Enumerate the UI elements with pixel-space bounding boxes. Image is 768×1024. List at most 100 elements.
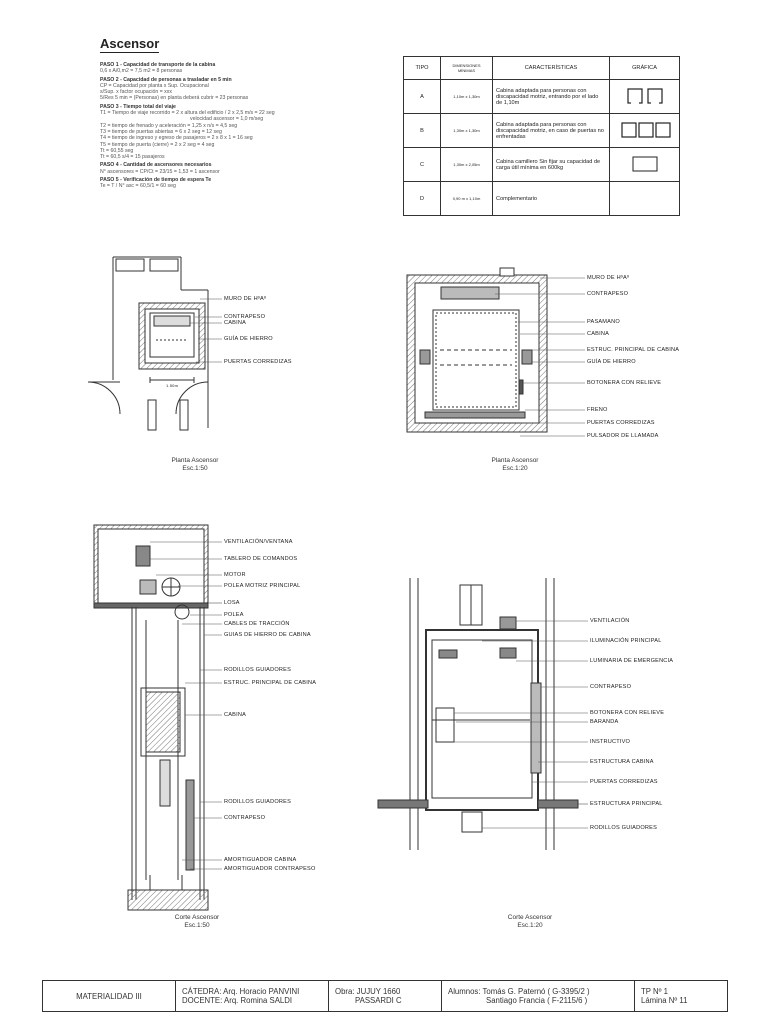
table-row: A 1,10m x 1,30m Cabina adaptada para per… bbox=[403, 79, 680, 114]
label-pulsador: PULSADOR DE LLAMADA bbox=[587, 433, 659, 439]
label-botonera: BOTONERA CON RELIEVE bbox=[587, 380, 662, 386]
caption-scale: Esc.1:20 bbox=[517, 922, 543, 929]
plan-1-20-drawing bbox=[406, 267, 548, 433]
label-guia: GUÍA DE HIERRO bbox=[224, 336, 273, 342]
calc-step-4: PASO 4 - Cantidad de ascensores necesari… bbox=[100, 162, 375, 175]
label-cabina: CABINA bbox=[224, 712, 247, 718]
cell-tipo: D bbox=[403, 181, 441, 216]
table-row: B 1,30m x 1,30m Cabina adaptada para per… bbox=[403, 113, 680, 148]
calc-step-2: PASO 2 - Capacidad de personas a traslad… bbox=[100, 77, 375, 102]
cell-tipo: A bbox=[403, 79, 441, 114]
label-amortiguador-contrapeso: AMORTIGUADOR CONTRAPESO bbox=[224, 866, 316, 872]
label-losa: LOSA bbox=[224, 600, 240, 606]
cell-tipo: B bbox=[403, 113, 441, 148]
label-contrapeso: CONTRAPESO bbox=[224, 815, 266, 821]
step-line: 5/Res 5 min = (Personas) en planta deber… bbox=[100, 95, 249, 102]
step-line: N° ascensores = CP/Ct = 23/15 = 1,53 = 1… bbox=[100, 168, 220, 175]
label-contrapeso: CONTRAPESO bbox=[590, 684, 632, 690]
label-cables: CABLES DE TRACCIÓN bbox=[224, 621, 290, 627]
label-contrapeso: CONTRAPESO bbox=[587, 291, 629, 297]
label-contrapeso: CONTRAPESO bbox=[224, 314, 266, 320]
label-guias: GUIAS DE HIERRO DE CABINA bbox=[224, 632, 311, 638]
label-rodillos: RODILLOS GUIADORES bbox=[224, 667, 292, 673]
label-puertas: PUERTAS CORREDIZAS bbox=[587, 420, 655, 426]
label-botonera: BOTONERA CON RELIEVE bbox=[590, 710, 665, 716]
cell-dim: 1,30m x 2,05m bbox=[440, 147, 493, 182]
label-ventilacion: VENTILACIÓN bbox=[590, 618, 630, 624]
plan-1-50-drawing bbox=[87, 256, 209, 431]
alumnos-label-2: Santiago Francia ( F-2115/6 ) bbox=[486, 996, 588, 1005]
cell-dim: 1,10m x 1,30m bbox=[440, 79, 493, 114]
table-row: D 0,90 m x 1,10m Complementario bbox=[403, 181, 680, 216]
label-polea-motriz: POLEA MOTRIZ PRINCIPAL bbox=[224, 583, 301, 589]
label-rodillos: RODILLOS GUIADORES bbox=[224, 799, 292, 805]
title-block-tp: TP Nº 1 Lámina Nº 11 bbox=[635, 981, 727, 1011]
alumnos-label: Alumnos: Tomás G. Paternó ( G-3395/2 ) bbox=[448, 987, 590, 996]
title-block: MATERIALIDAD III CÁTEDRA: Arq. Horacio P… bbox=[42, 980, 728, 1012]
label-instructivo: INSTRUCTIVO bbox=[590, 739, 631, 745]
caption-scale: Esc.1:50 bbox=[182, 465, 208, 472]
obra-label: Obra: JUJUY 1660 bbox=[335, 987, 401, 996]
label-iluminacion: ILUMINACIÓN PRINCIPAL bbox=[590, 638, 662, 644]
label-ventilacion: VENTILACIÓN/VENTANA bbox=[224, 539, 293, 545]
cell-grafica bbox=[609, 79, 680, 114]
cabin-types-table: TIPO DIMENSIONES MÍNIMAS CARACTERÍSTICAS… bbox=[403, 56, 680, 216]
title-block-catedra: CÁTEDRA: Arq. Horacio PANVINI DOCENTE: A… bbox=[176, 981, 329, 1011]
step-heading: PASO 2 - Capacidad de personas a traslad… bbox=[100, 76, 232, 83]
label-muro: MURO DE HºAº bbox=[224, 296, 267, 302]
title-block-materia: MATERIALIDAD III bbox=[43, 981, 176, 1011]
label-tablero: TABLERO DE COMANDOS bbox=[224, 556, 298, 562]
label-baranda: BARANDA bbox=[590, 719, 619, 725]
label-guia: GUÍA DE HIERRO bbox=[587, 359, 636, 365]
step-line: Te = T / N° asc = 60,5/1 = 60 seg bbox=[100, 183, 176, 190]
cabin-type-b-graphic bbox=[620, 121, 671, 138]
cell-grafica bbox=[609, 147, 680, 182]
step-line: T3 = tiempo de puertas abiertas = 6 x 2 … bbox=[100, 128, 222, 135]
calc-steps: PASO 1 - Capacidad de transporte de la c… bbox=[100, 60, 375, 190]
caption-scale: Esc.1:20 bbox=[502, 465, 528, 472]
lamina-label: Lámina Nº 11 bbox=[641, 996, 688, 1005]
leader-lines bbox=[150, 277, 588, 870]
page-title: Ascensor bbox=[100, 36, 160, 53]
label-polea: POLEA bbox=[224, 612, 244, 618]
label-muro: MURO DE HºAº bbox=[587, 275, 630, 281]
title-block-alumnos: Alumnos: Tomás G. Paternó ( G-3395/2 ) S… bbox=[442, 981, 635, 1011]
cell-car: Complementario bbox=[492, 181, 610, 216]
step-heading: PASO 5 - Verificación de tiempo de esper… bbox=[100, 177, 212, 184]
step-line: Tt = 60,55 seg bbox=[100, 147, 134, 154]
materia-label: MATERIALIDAD III bbox=[76, 991, 142, 1001]
step-line: T1 = Tiempo de viaje recorrido = 2 x alt… bbox=[100, 110, 275, 117]
caption-title: Planta Ascensor bbox=[171, 457, 219, 464]
label-cabina: CABINA bbox=[224, 320, 247, 326]
cell-dim: 0,90 m x 1,10m bbox=[440, 181, 493, 216]
caption-plan-120: Planta Ascensor Esc.1:20 bbox=[470, 457, 560, 473]
step-line: T5 = tiempo de puerta (cierre) = 2 x 2 s… bbox=[100, 141, 215, 148]
caption-section-150: Corte Ascensor Esc.1:50 bbox=[152, 914, 242, 930]
dimension-label: 1.50m bbox=[166, 383, 179, 388]
cell-grafica bbox=[609, 113, 680, 148]
catedra-label: CÁTEDRA: Arq. Horacio PANVINI bbox=[182, 987, 300, 996]
section-1-50-drawing bbox=[93, 524, 209, 911]
title-block-obra: Obra: JUJUY 1660 PASSARDI C bbox=[329, 981, 442, 1011]
step-line: velocidad ascensor = 1,0 m/seg bbox=[190, 116, 264, 123]
step-line: s/Sup. x factor ocupación = xxx bbox=[100, 89, 172, 96]
step-line: T2 = tiempo de frenado y aceleración = 1… bbox=[100, 122, 238, 129]
label-estructura-principal: ESTRUCTURA PRINCIPAL bbox=[590, 801, 663, 807]
label-puertas: PUERTAS CORREDIZAS bbox=[224, 359, 292, 365]
label-motor: MOTOR bbox=[224, 572, 246, 578]
obra-label-2: PASSARDI C bbox=[355, 996, 402, 1005]
label-cabina: CABINA bbox=[587, 331, 610, 337]
step-line: Tt = 60,5 s/4 = 15 pasajeros bbox=[100, 154, 165, 161]
caption-scale: Esc.1:50 bbox=[184, 922, 210, 929]
calc-step-5: PASO 5 - Verificación de tiempo de esper… bbox=[100, 177, 375, 190]
label-luminaria: LUMINARIA DE EMERGENCIA bbox=[590, 658, 674, 664]
calc-step-1: PASO 1 - Capacidad de transporte de la c… bbox=[100, 62, 375, 75]
step-heading: PASO 1 - Capacidad de transporte de la c… bbox=[100, 62, 216, 68]
caption-title: Planta Ascensor bbox=[491, 457, 539, 464]
cell-car: Cabina adaptada para personas con discap… bbox=[492, 79, 610, 114]
docente-label: DOCENTE: Arq. Romina SALDI bbox=[182, 996, 293, 1005]
caption-section-120: Corte Ascensor Esc.1:20 bbox=[485, 914, 575, 930]
cabin-type-a-graphic bbox=[626, 87, 663, 104]
label-freno: FRENO bbox=[587, 407, 608, 413]
